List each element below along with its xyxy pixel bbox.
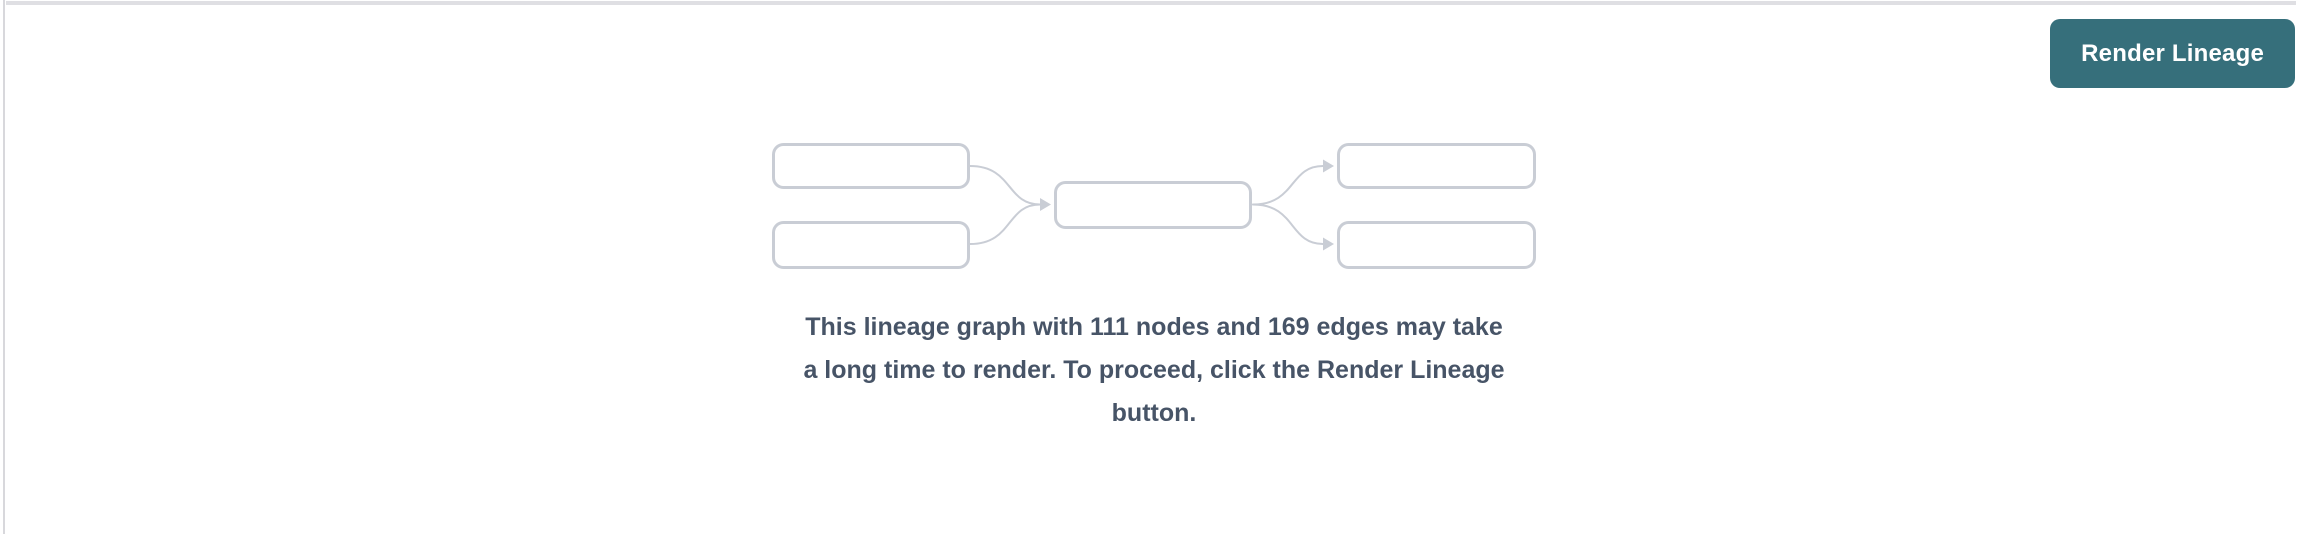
lineage-graph-placeholder-icon [772, 143, 1536, 269]
message-line: a long time to render. To proceed, click… [803, 356, 1505, 384]
render-lineage-button[interactable]: Render Lineage [2050, 19, 2295, 88]
placeholder-node [1054, 181, 1252, 229]
placeholder-node [1337, 221, 1536, 269]
top-divider [6, 1, 2296, 5]
placeholder-edge [969, 203, 1041, 245]
placeholder-node [772, 221, 970, 269]
placeholder-edge [1252, 165, 1324, 206]
placeholder-node [772, 143, 970, 189]
message-line: button. [1111, 399, 1197, 427]
placeholder-content: This lineage graph with 111 nodes and 16… [772, 143, 1536, 435]
arrowhead-icon [1040, 198, 1051, 211]
placeholder-edge [1252, 203, 1324, 245]
lineage-warning-message: This lineage graph with 111 nodes and 16… [803, 306, 1504, 435]
arrowhead-icon [1323, 159, 1334, 173]
left-panel-border [3, 0, 5, 534]
message-line: This lineage graph with 111 nodes and 16… [805, 313, 1503, 341]
arrowhead-icon [1323, 237, 1334, 251]
placeholder-edge [969, 165, 1041, 206]
placeholder-node [1337, 143, 1536, 189]
